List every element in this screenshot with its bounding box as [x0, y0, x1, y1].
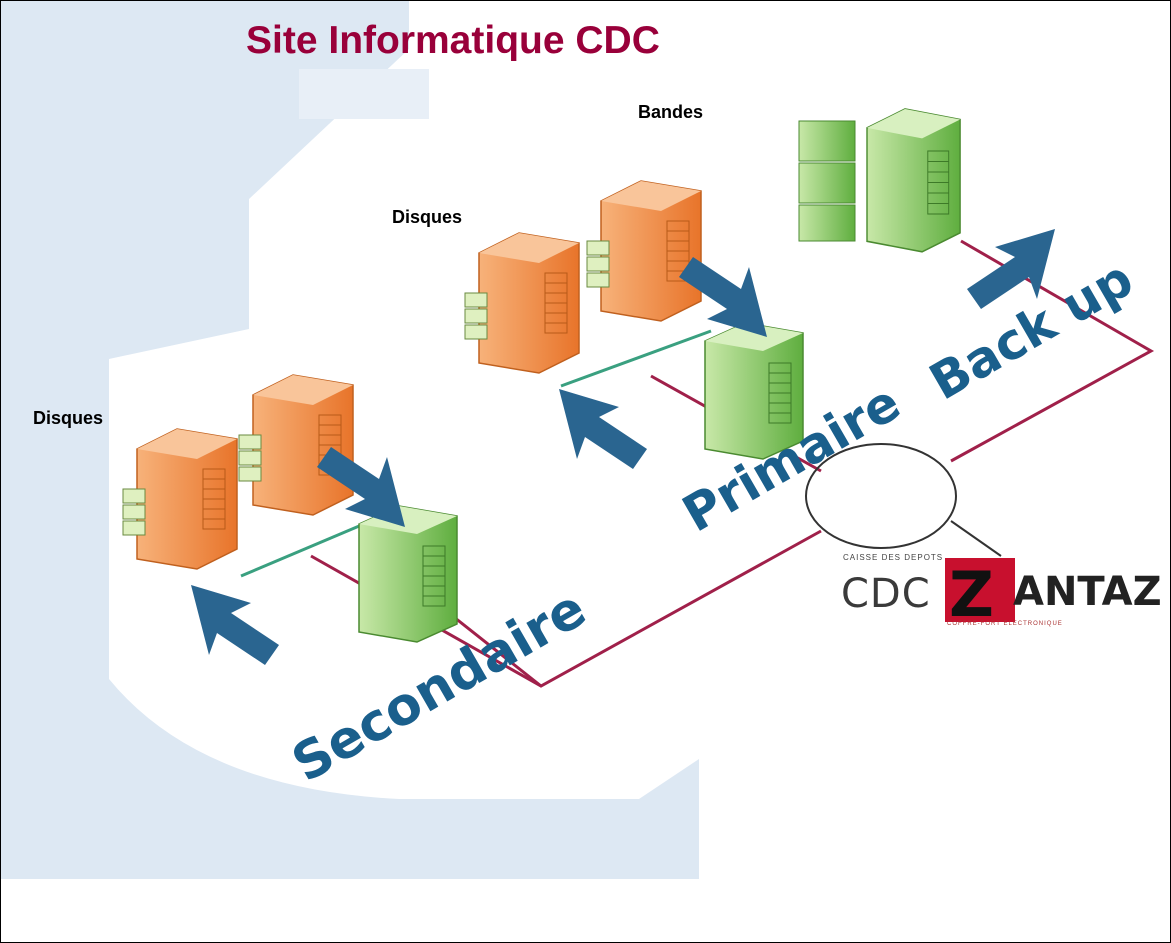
tape-library-icon — [798, 120, 856, 242]
logo-z: Z — [949, 558, 994, 631]
secondary-server-icon — [358, 505, 458, 643]
label-disques-top: Disques — [392, 207, 463, 227]
logo-antaz: ANTAZ — [1013, 569, 1162, 615]
disk-array-icon — [464, 232, 580, 374]
arrow-icon — [191, 585, 279, 665]
logo-z-box: Z — [945, 558, 1015, 631]
disk-array-icon — [122, 428, 238, 570]
disk-array-icon — [586, 180, 702, 322]
backup-server-icon — [866, 108, 961, 253]
logo-small-text: CAISSE DES DEPOTS — [843, 553, 944, 562]
label-disques-left: Disques — [33, 408, 104, 428]
logo-tagline: COFFRE-FORT ELECTRONIQUE — [947, 621, 1063, 627]
label-bandes: Bandes — [638, 102, 704, 122]
logo-cdc: CDC — [841, 571, 931, 617]
link-lines — [240, 329, 712, 578]
arrow-icon — [559, 389, 647, 469]
background-decoration — [1, 1, 699, 879]
network-ring — [805, 443, 957, 549]
disk-array-icon — [238, 374, 354, 516]
page-title: Site Informatique CDC — [246, 19, 660, 62]
